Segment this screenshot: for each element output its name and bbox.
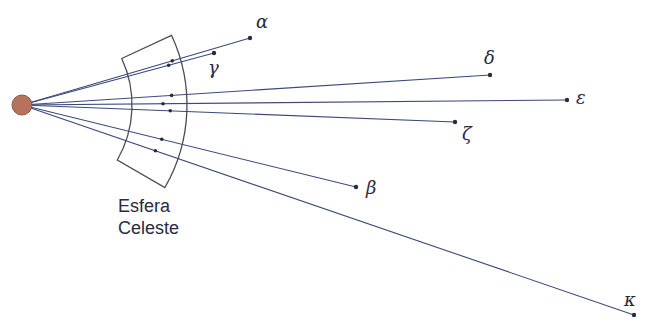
observer [12, 95, 32, 115]
sight-line [22, 100, 567, 105]
star-label: γ [208, 58, 219, 78]
sight-line [22, 105, 356, 187]
sight-line [22, 105, 455, 122]
projected-dot [167, 63, 171, 67]
star-dot [354, 185, 358, 189]
sight-lines [22, 36, 636, 317]
star-label: δ [484, 48, 495, 68]
sight-line [22, 53, 214, 105]
sight-line [22, 105, 634, 315]
sphere-label: Esfera Celeste [118, 196, 208, 239]
sight-line [22, 38, 250, 105]
projected-dot [154, 149, 158, 153]
star-dot [632, 313, 636, 317]
star-dot [248, 36, 252, 40]
star-label: ζ [462, 124, 472, 144]
star-label: ε [576, 88, 586, 108]
star-dot [212, 51, 216, 55]
projected-dot [170, 94, 174, 98]
star-label: β [366, 178, 376, 198]
star-dot [488, 73, 492, 77]
star-label: α [256, 12, 268, 32]
star-label: κ [624, 290, 636, 310]
projected-dot [160, 138, 164, 142]
sight-line [22, 75, 490, 105]
projected-dot [161, 102, 165, 106]
star-dot [453, 120, 457, 124]
star-dot [565, 98, 569, 102]
projected-dot [170, 59, 174, 63]
projected-dot [168, 109, 172, 113]
